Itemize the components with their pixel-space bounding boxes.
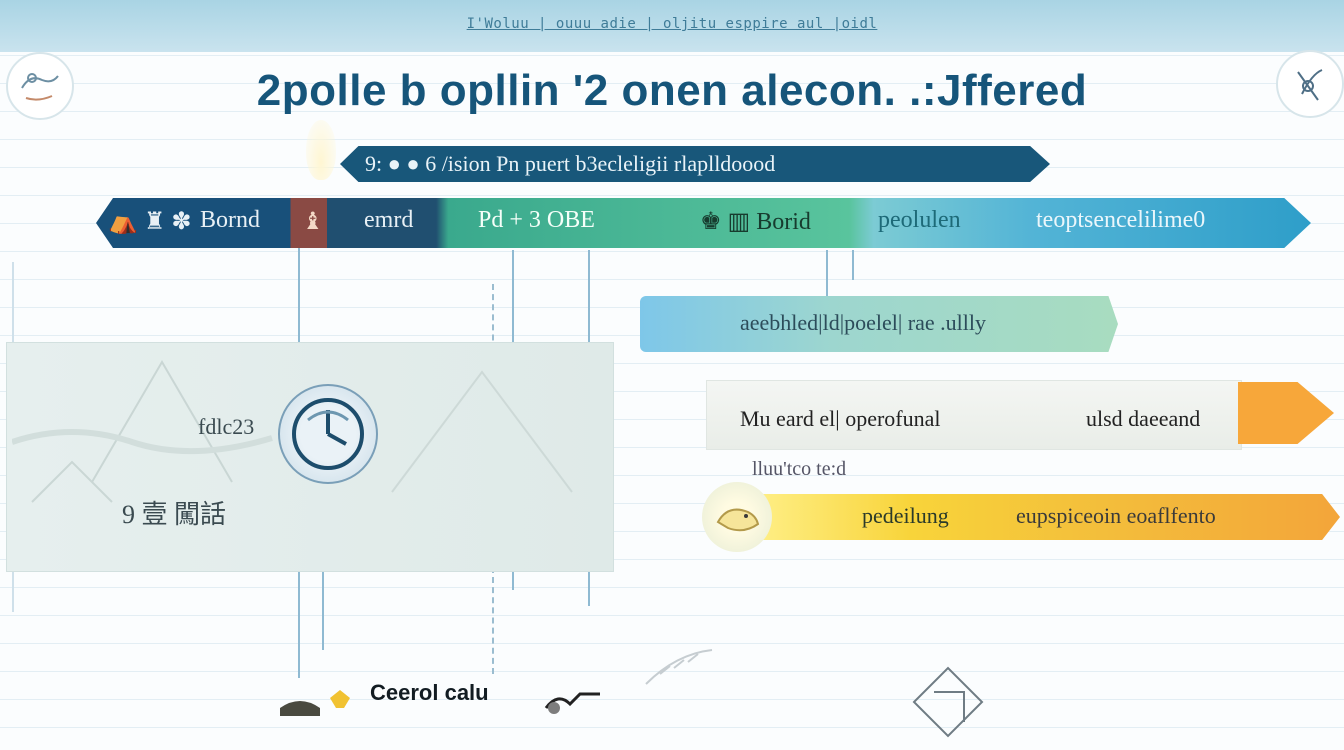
milestone-ribbon-2-text-left: Mu eard el| operofunal [740,406,941,431]
milestone-ribbon-1-text: aeebhled|ld|poelel| rae .ullly [740,310,986,335]
footer-caption: Ceerol calu [370,680,489,705]
flame-glow-decoration [306,120,336,180]
connector-line [826,250,828,298]
sketch-icon [21,73,59,101]
corner-doodle-right [1276,50,1344,118]
bird-icon [702,482,772,552]
mountain-sketch-icon [12,360,573,503]
people-icon: ♚ ▥ [700,209,757,235]
sketch-box-icon [912,666,984,738]
tool-icon [544,692,600,714]
panel-label-mid: 9 壹 闖話 [122,500,227,529]
feather-doodle-icon [645,649,713,685]
clock-badge [278,384,378,484]
stage-segment-6: teoptsencelilime0 [1036,207,1206,233]
stage-segment-5: peolulen [878,207,961,233]
milestone-ribbon-1 [640,296,1118,352]
top-banner: I'Woluu | ouuu adie | oljitu esppire aul… [0,0,1344,52]
subtitle-banner [340,146,1050,182]
stage-icon-group: ⛺ ♜ ✽ [108,207,192,236]
top-banner-text: I'Woluu | ouuu adie | oljitu esppire aul… [466,16,878,32]
connector-line [852,250,854,280]
clock-icon [292,398,364,470]
stage-segment-4-label: Borid [756,209,811,235]
stage-segment-1: Bornd [200,207,260,233]
milestone-ribbon-2-text-right: ulsd daeeand [1086,406,1201,431]
milestone-ribbon-3-text-right: eupspiceoin eoaflfento [1016,503,1216,528]
stage-segment-3: Pd + 3 OBE [478,207,595,233]
milestone-ribbon-2-subtext: lluu'tco te:d [752,458,847,480]
stage-segment-marker: ♝ [302,207,324,236]
stage-segment-4: ♚ ▥ Borid [700,207,811,236]
milestone-ribbon-2 [706,380,1242,450]
subtitle-banner-text: 9: ● ● 6 /ision Pn puert b3ecleligii rla… [365,151,776,176]
page-title: 2polle b opllin '2 onen alecon. .:Jffere… [256,66,1088,115]
rocket-icon: ⛺ ♜ ✽ [108,209,192,235]
stage-segment-2: emrd [364,207,414,233]
figure-icon: ♝ [302,209,324,235]
corner-doodle-left [6,52,74,120]
sketch-icon [1297,69,1323,101]
stage-timeline-bar [96,198,1311,248]
panel-label-top: fdlc23 [198,414,255,439]
milestone-ribbon-3 [744,494,1340,540]
bird-sketch-icon [716,508,760,532]
milestone-ribbon-3-text-left: pedeilung [862,503,949,528]
shoe-icon [280,690,350,716]
